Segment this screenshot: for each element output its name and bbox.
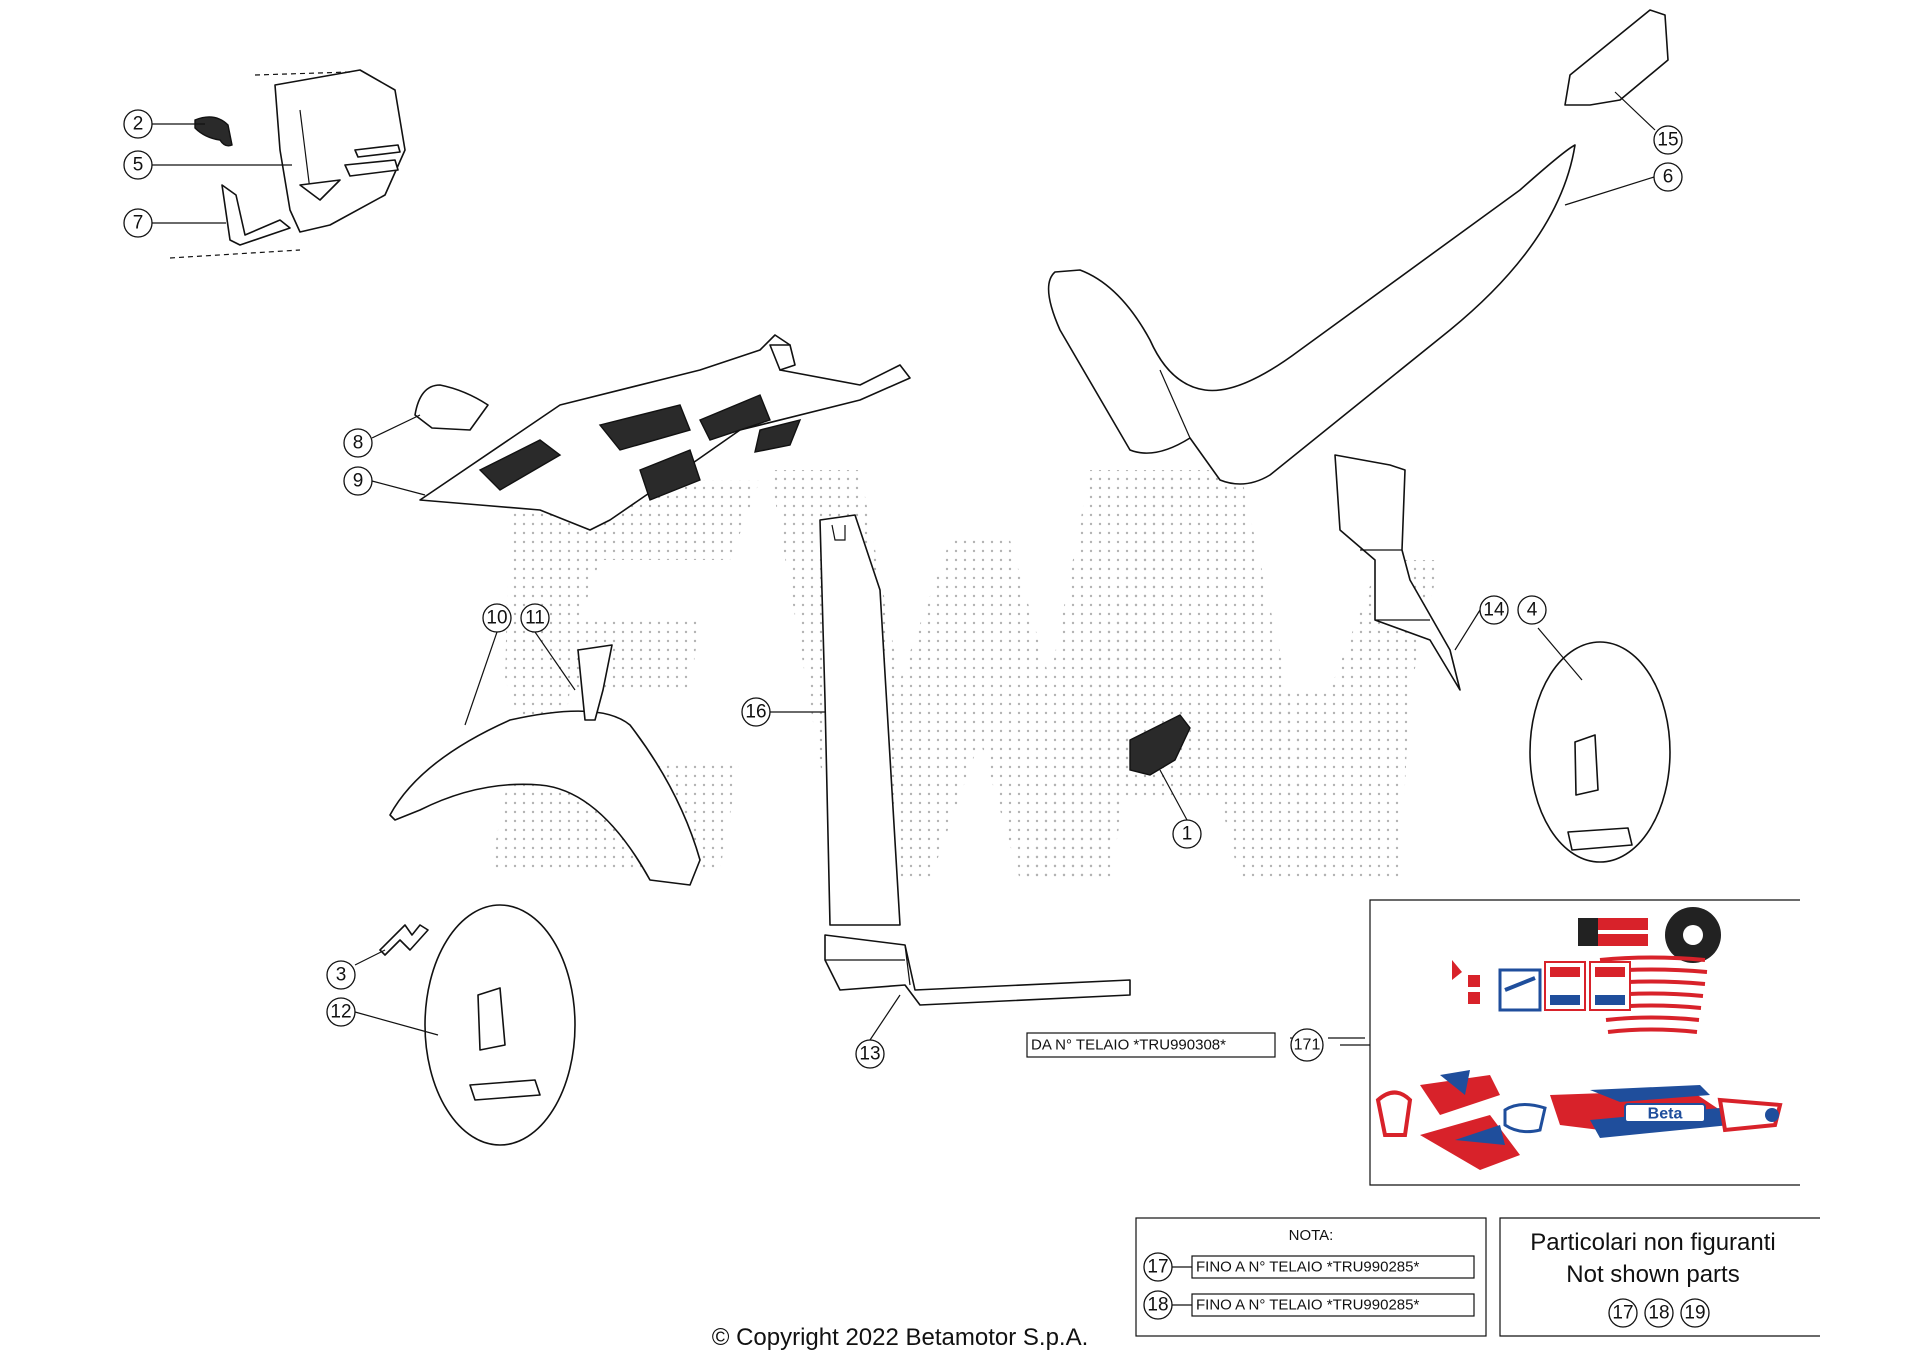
- skid-plate-part: [824, 934, 1131, 1006]
- svg-text:9: 9: [353, 471, 364, 492]
- svg-text:14: 14: [1483, 600, 1505, 621]
- svg-text:11: 11: [525, 608, 545, 629]
- fender-bracket-part: [577, 644, 613, 721]
- svg-text:10: 10: [486, 608, 507, 629]
- callout-5: 5: [123, 150, 153, 180]
- not-shown-callout-17: 17: [1608, 1298, 1638, 1328]
- headlight-mask-part: [169, 69, 406, 259]
- svg-text:13: 13: [859, 1044, 880, 1065]
- note-title: NOTA:: [1289, 1227, 1334, 1244]
- callout-4: 4: [1517, 595, 1547, 625]
- note-callout-17: 17: [1143, 1252, 1173, 1282]
- not-shown-line2: Not shown parts: [1566, 1261, 1739, 1288]
- not-shown-line1: Particolari non figuranti: [1530, 1229, 1775, 1256]
- callout-13: 13: [855, 1039, 885, 1069]
- not-shown-parts-box: Particolari non figuranti Not shown part…: [1499, 1217, 1820, 1337]
- not-shown-callout-18: 18: [1644, 1298, 1674, 1328]
- svg-text:3: 3: [336, 965, 347, 986]
- callout-10: 10: [482, 603, 512, 633]
- svg-text:17: 17: [1147, 1257, 1168, 1278]
- note-row-1: FINO A N° TELAIO *TRU990285*: [1196, 1259, 1419, 1276]
- svg-text:15: 15: [1657, 130, 1678, 151]
- svg-text:12: 12: [330, 1002, 351, 1023]
- seat-part: [1047, 144, 1576, 485]
- svg-text:1: 1: [1182, 824, 1193, 845]
- callout-11: 11: [520, 603, 550, 633]
- svg-text:17: 17: [1612, 1303, 1633, 1324]
- right-side-plate-part: [1529, 641, 1671, 863]
- seat-cover-part: [1564, 9, 1669, 106]
- callout-7: 7: [123, 208, 153, 238]
- decal-frame-note-box: [1026, 1032, 1276, 1058]
- side-panel-part: [1334, 454, 1461, 691]
- callout-15: 15: [1653, 125, 1683, 155]
- callout-2: 2: [123, 109, 153, 139]
- callout-9: 9: [343, 466, 373, 496]
- svg-text:2: 2: [133, 114, 144, 135]
- beta-logo: Beta: [1648, 1106, 1683, 1123]
- front-fender-part: [389, 710, 701, 886]
- callout-6: 6: [1653, 162, 1683, 192]
- callout-171: 171: [1290, 1028, 1324, 1062]
- svg-text:19: 19: [1684, 1303, 1705, 1324]
- small-cover-part: [1129, 714, 1191, 776]
- grommet-part: [194, 116, 233, 147]
- decal-kit-panel: DA N° TELAIO *TRU990308* 171: [1026, 899, 1800, 1186]
- callout-16: 16: [741, 697, 771, 727]
- callout-8: 8: [343, 428, 373, 458]
- svg-text:5: 5: [133, 155, 144, 176]
- rubber-cap-part: [414, 384, 489, 431]
- left-side-plate-part: [424, 904, 576, 1146]
- copyright-text: © Copyright 2022 Betamotor S.p.A.: [712, 1324, 1089, 1351]
- note-callout-18: 18: [1143, 1290, 1173, 1320]
- callout-14: 14: [1479, 595, 1509, 625]
- svg-text:4: 4: [1527, 600, 1538, 621]
- clip-part: [379, 924, 429, 956]
- rear-frame-fairing-part: [419, 334, 911, 531]
- callout-1: 1: [1172, 819, 1202, 849]
- decal-frame-note: DA N° TELAIO *TRU990308*: [1031, 1037, 1226, 1054]
- note-row-2: FINO A N° TELAIO *TRU990285*: [1196, 1297, 1419, 1314]
- bracket-part: [221, 184, 291, 246]
- svg-text:18: 18: [1147, 1295, 1168, 1316]
- leader-lines: [152, 91, 1656, 1041]
- svg-text:8: 8: [353, 433, 364, 454]
- svg-text:6: 6: [1663, 167, 1674, 188]
- svg-text:7: 7: [133, 213, 144, 234]
- svg-text:18: 18: [1648, 1303, 1669, 1324]
- not-shown-callout-19: 19: [1680, 1298, 1710, 1328]
- decal-graphics: Beta: [1375, 907, 1783, 1170]
- callout-3: 3: [326, 960, 356, 990]
- svg-text:171: 171: [1294, 1037, 1321, 1054]
- note-box: NOTA: 17 FINO A N° TELAIO *TRU990285* 18…: [1135, 1217, 1487, 1337]
- radiator-shroud-part: [819, 514, 901, 926]
- callout-12: 12: [326, 997, 356, 1027]
- svg-text:16: 16: [745, 702, 766, 723]
